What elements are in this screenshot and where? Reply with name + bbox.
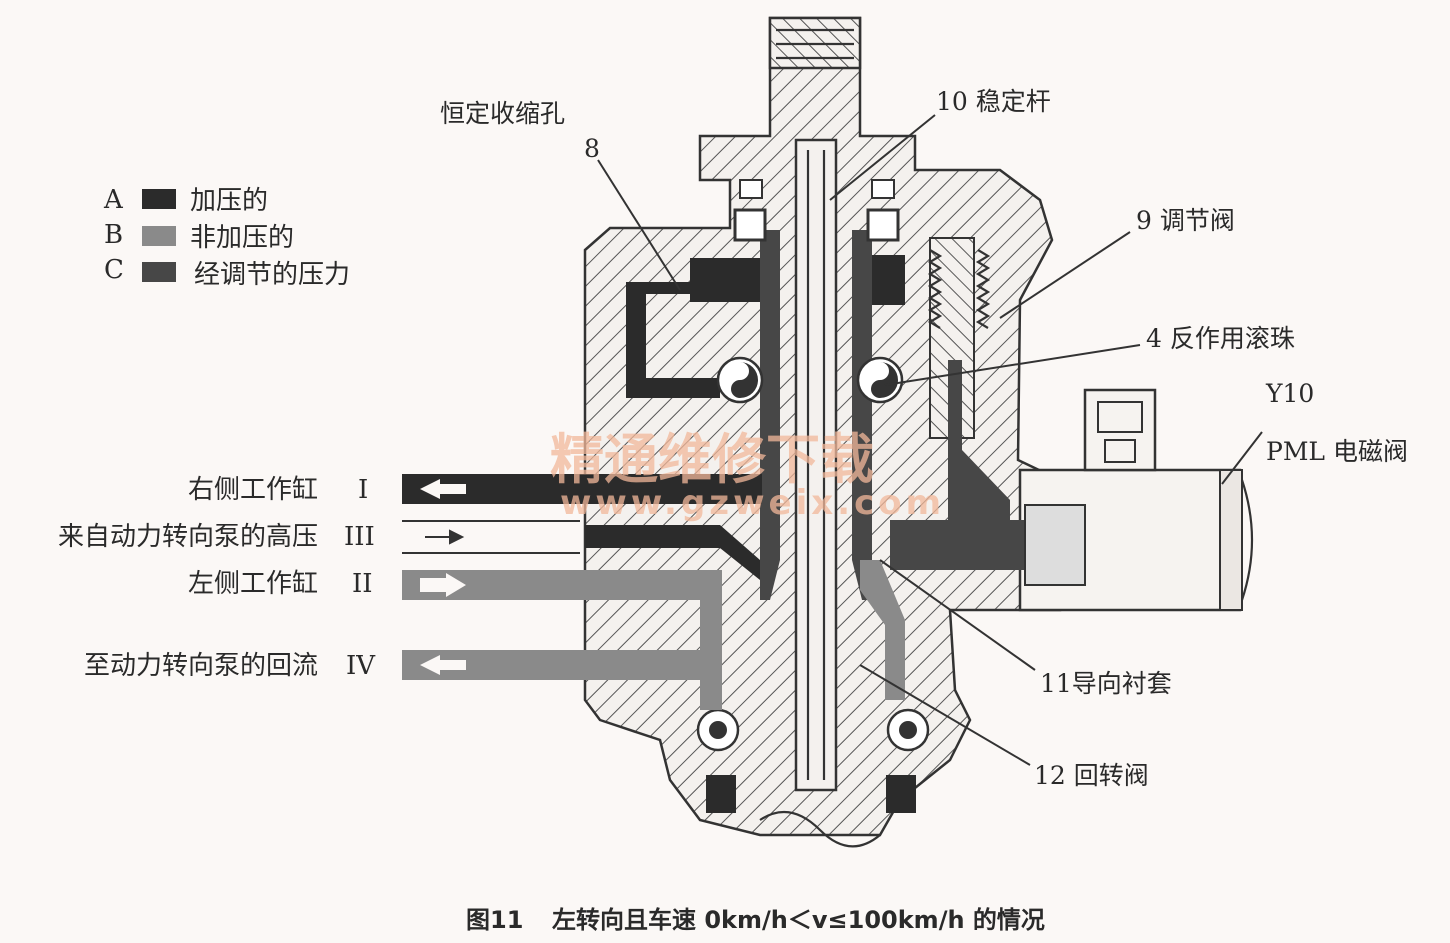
- port-name: 至动力转向泵的回流: [84, 651, 318, 681]
- callout-labels: 恒定收缩孔 8 10 稳定杆 9 调节阀 4 反作用滚珠 Y10 PML 电磁阀…: [440, 87, 1408, 790]
- solenoid-code-label: Y10: [1265, 379, 1314, 408]
- legend-swatch: [142, 189, 176, 209]
- caption-fig: 图11: [466, 906, 523, 934]
- legend-label: 非加压的: [190, 223, 294, 253]
- port-name: 来自动力转向泵的高压: [58, 522, 318, 552]
- guide-sleeve-label: 11导向衬套: [1040, 669, 1172, 698]
- leader-lines: [597, 114, 1263, 766]
- solenoid-name-label: PML 电磁阀: [1266, 437, 1408, 466]
- port-numeral: IV: [346, 651, 376, 681]
- caption-text: 左转向且车速 0km/h＜v≤100km/h 的情况: [552, 906, 1045, 934]
- port-numeral: I: [358, 475, 368, 505]
- pressure-channels: [626, 138, 1010, 792]
- legend-label: 加压的: [190, 186, 268, 216]
- regulating-valve-label: 9 调节阀: [1136, 206, 1235, 235]
- port-name: 右侧工作缸: [188, 475, 318, 505]
- port-numeral: III: [344, 522, 375, 552]
- legend-item-b: B 非加压的: [104, 220, 294, 253]
- legend: A 加压的 B 非加压的 C 经调节的压力: [103, 185, 350, 290]
- solenoid-plunger: [890, 520, 1025, 570]
- legend-item-c: C 经调节的压力: [104, 255, 350, 290]
- legend-label: 经调节的压力: [194, 260, 350, 290]
- legend-item-a: A 加压的: [103, 185, 268, 216]
- legend-swatch: [142, 262, 176, 282]
- reaction-balls: [716, 356, 904, 404]
- legend-letter: A: [103, 185, 124, 215]
- orifice-title: 恒定收缩孔: [440, 99, 565, 128]
- bottom-bearings: [696, 708, 930, 848]
- port-numeral: II: [352, 569, 373, 599]
- stabilizer-bar: [794, 138, 838, 792]
- reaction-ball-label: 4 反作用滚珠: [1146, 324, 1295, 353]
- watermark-cn: 精通维修下载: [550, 427, 874, 491]
- top-seals: [733, 179, 900, 242]
- solenoid-connector: [1083, 388, 1157, 472]
- port-name: 左侧工作缸: [188, 569, 318, 599]
- watermark-url: www.gzweix.com: [560, 483, 945, 523]
- legend-letter: B: [104, 220, 123, 250]
- rotary-valve-label: 12 回转阀: [1034, 761, 1149, 790]
- legend-letter: C: [104, 255, 124, 285]
- legend-swatch: [142, 226, 176, 246]
- port-labels: 右侧工作缸 I 来自动力转向泵的高压 III 左侧工作缸 II 至动力转向泵的回…: [58, 475, 376, 681]
- orifice-number: 8: [584, 134, 600, 163]
- stabilizer-label: 10 稳定杆: [936, 87, 1051, 116]
- figure-caption: 图11 左转向且车速 0km/h＜v≤100km/h 的情况: [466, 906, 1045, 934]
- port-pipes: [402, 474, 905, 710]
- watermark: 精通维修下载 www.gzweix.com: [550, 427, 945, 523]
